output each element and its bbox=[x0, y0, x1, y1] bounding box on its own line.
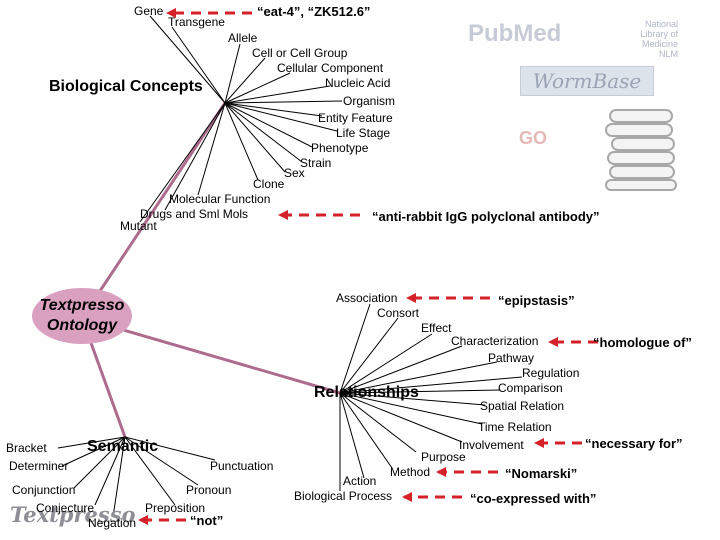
term-characterization: Characterization bbox=[451, 334, 539, 348]
example-biological-process: “co-expressed with” bbox=[470, 491, 597, 506]
term-conjecture: Conjecture bbox=[36, 501, 95, 515]
term-regulation: Regulation bbox=[522, 366, 580, 380]
term-action: Action bbox=[343, 474, 377, 488]
example-negation: “not” bbox=[190, 513, 224, 528]
term-method: Method bbox=[390, 465, 431, 479]
term-molecular-function: Molecular Function bbox=[169, 192, 271, 206]
term-comparison: Comparison bbox=[498, 381, 563, 395]
term-purpose: Purpose bbox=[421, 450, 466, 464]
go-logo: GO bbox=[519, 128, 548, 148]
term-sex: Sex bbox=[284, 166, 305, 180]
term-strain: Strain bbox=[300, 156, 332, 170]
term-conjunction: Conjunction bbox=[12, 483, 76, 497]
term-effect: Effect bbox=[421, 321, 452, 335]
term-biological-process: Biological Process bbox=[294, 489, 393, 503]
wormbase-logo: WormBase bbox=[520, 66, 654, 96]
term-drugs-and-sml-mols: Drugs and Sml Mols bbox=[140, 207, 249, 221]
term-cell-or-cell-group: Cell or Cell Group bbox=[252, 46, 348, 60]
term-cellular-component: Cellular Component bbox=[277, 61, 384, 75]
term-transgene: Transgene bbox=[168, 15, 225, 29]
term-allele: Allele bbox=[228, 31, 258, 45]
term-pathway: Pathway bbox=[488, 351, 535, 365]
pubmed-logo: PubMed bbox=[468, 20, 562, 47]
example-association: “epipstasis” bbox=[498, 293, 575, 308]
example-method: “Nomarski” bbox=[505, 466, 578, 481]
term-spatial-relation: Spatial Relation bbox=[480, 399, 565, 413]
branch-biological-concepts bbox=[80, 101, 227, 320]
term-punctuation: Punctuation bbox=[210, 459, 274, 473]
textpresso-ontology-label: Textpresso Ontology bbox=[39, 297, 125, 334]
biological-concepts-title: Biological Concepts bbox=[49, 78, 203, 95]
textpresso-logo: Textpresso bbox=[10, 502, 136, 527]
term-entity-feature: Entity Feature bbox=[318, 111, 393, 125]
term-involvement: Involvement bbox=[459, 438, 524, 452]
example-gene: “eat-4”, “ZK512.6” bbox=[257, 4, 371, 19]
semantic-title: Semantic bbox=[87, 438, 159, 455]
example-antibody: “anti-rabbit IgG polyclonal antibody” bbox=[372, 209, 600, 224]
relationships-title: Relationships bbox=[314, 384, 419, 401]
term-time-relation: Time Relation bbox=[478, 420, 552, 434]
term-negation: Negation bbox=[88, 516, 137, 530]
biological-concepts-links bbox=[139, 15, 343, 223]
term-determiner: Determiner bbox=[9, 459, 69, 473]
term-gene: Gene bbox=[134, 4, 164, 18]
term-association: Association bbox=[336, 291, 398, 305]
term-consort: Consort bbox=[377, 306, 420, 320]
term-nucleic-acid: Nucleic Acid bbox=[325, 76, 391, 90]
branch-relationships bbox=[80, 316, 342, 395]
nlm-logo: National Library of Medicine NLM bbox=[640, 19, 678, 59]
example-involvement: “necessary for” bbox=[585, 436, 683, 451]
term-pronoun: Pronoun bbox=[186, 483, 232, 497]
term-organism: Organism bbox=[343, 94, 396, 108]
semantic-links bbox=[57, 436, 216, 518]
example-comparison: “homologue of” bbox=[593, 335, 692, 350]
books-icon bbox=[605, 109, 677, 191]
term-life-stage: Life Stage bbox=[336, 126, 391, 140]
term-phenotype: Phenotype bbox=[311, 141, 369, 155]
term-preposition: Preposition bbox=[145, 501, 206, 515]
term-clone: Clone bbox=[253, 177, 285, 191]
term-mutant: Mutant bbox=[120, 219, 157, 233]
term-bracket: Bracket bbox=[6, 441, 47, 455]
relationships-links bbox=[339, 303, 523, 491]
textpresso-ontology-node: Textpresso Ontology bbox=[32, 288, 132, 344]
